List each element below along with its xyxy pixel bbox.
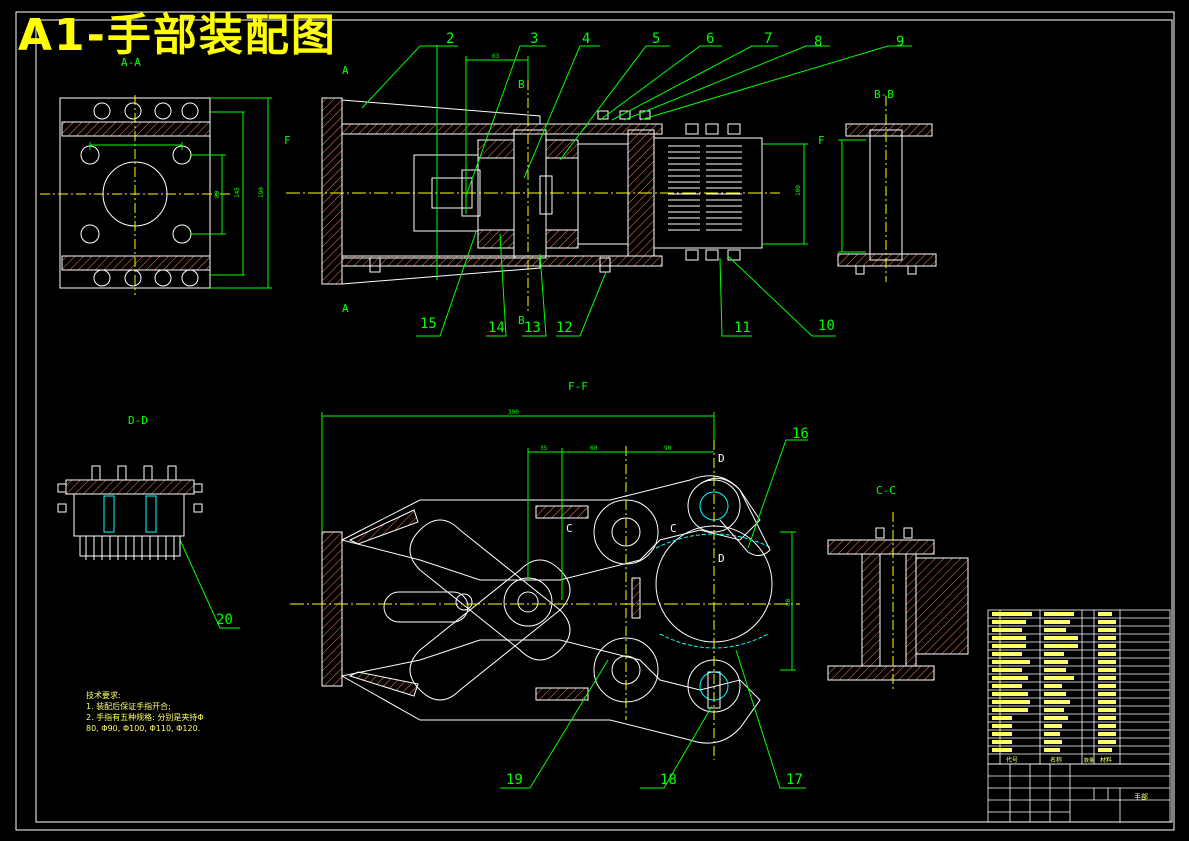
part-number-11: 11 [734,320,751,336]
mark-f-right: F [818,134,825,147]
part-number-20: 20 [216,612,233,628]
section-label-a-a: A-A [121,56,141,69]
part-number-12: 12 [556,320,573,336]
parts-header-qty: 数量 [1084,757,1094,764]
dim-100: 100 [795,185,802,196]
dim-90: 90 [664,445,672,452]
dim-390: 390 [508,409,519,416]
notes-line-1: 1. 装配后保证手指开合; [86,702,171,711]
dim-63: 63 [492,53,500,60]
part-number-15: 15 [420,316,437,332]
notes-line-3: 80, Φ90, Φ100, Φ110, Φ120. [86,724,201,733]
notes-heading: 技术要求: [86,691,121,700]
section-label-c-c: C-C [876,484,896,497]
mark-b-top: B [518,78,525,91]
part-number-3: 3 [530,31,538,47]
technical-notes: 技术要求: 1. 装配后保证手指开合; 2. 手指有五种规格: 分别是夹持Φ 8… [86,690,204,734]
part-number-8: 8 [814,34,822,50]
part-number-17: 17 [786,772,803,788]
view-c-c [827,512,969,690]
mark-a-bottom: A [342,302,349,315]
mark-d-top: D [718,452,725,465]
parts-header-name: 名称 [1050,756,1062,764]
part-number-13: 13 [524,320,541,336]
dim-88: 88 [785,598,792,606]
section-label-b-b: B-B [874,88,894,101]
leaders-main [361,45,912,337]
dim-190: 190 [258,187,265,198]
part-number-7: 7 [764,31,772,47]
inner-border [35,19,1173,823]
parts-header-mat: 材料 [1100,756,1112,764]
section-label-f-f: F-F [568,380,588,393]
leaders-ff [179,439,808,789]
part-number-2: 2 [446,31,454,47]
part-number-14: 14 [488,320,505,336]
part-number-10: 10 [818,318,835,334]
part-number-19: 19 [506,772,523,788]
view-a-a [40,95,272,295]
title-block [987,763,1171,823]
dim-80: 80 [214,190,221,198]
parts-list [987,609,1171,765]
dim-35: 35 [540,445,548,452]
dim-145: 145 [234,187,241,198]
view-d-d [57,465,203,560]
parts-header-code: 代号 [1006,756,1018,764]
part-number-5: 5 [652,31,660,47]
mark-f-left: F [284,134,291,147]
mark-d-mid: D [718,552,725,565]
mark-a-top: A [342,64,349,77]
part-number-18: 18 [660,772,677,788]
mark-b-bottom: B [518,314,525,327]
part-number-16: 16 [792,426,809,442]
section-label-d-d: D-D [128,414,148,427]
mark-c-right: C [670,522,677,535]
view-b-b [837,96,937,282]
part-number-6: 6 [706,31,714,47]
part-number-4: 4 [582,31,590,47]
drawing-title: A1-手部装配图 [18,10,337,61]
mark-c-left: C [566,522,573,535]
main-view [286,45,808,312]
sheet-border [15,11,1175,831]
notes-line-2: 2. 手指有五种规格: 分别是夹持Φ [86,713,204,722]
dim-60: 60 [590,445,598,452]
view-f-f [290,412,800,760]
part-number-9: 9 [896,34,904,50]
title-block-part-name: 手部 [1134,792,1148,801]
